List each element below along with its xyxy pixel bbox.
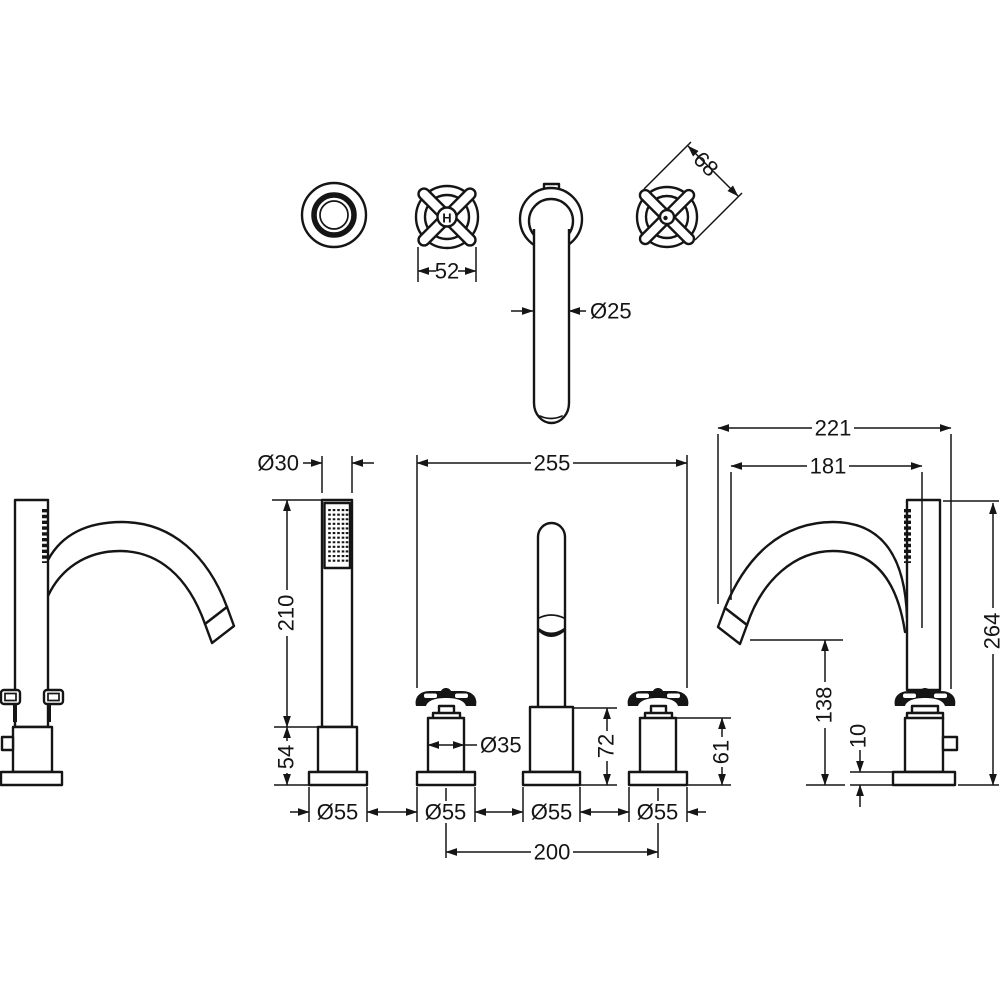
dim-30: Ø30 bbox=[257, 451, 374, 493]
dim-264: 264 bbox=[943, 500, 1000, 786]
cold-center-dot bbox=[663, 215, 668, 221]
svg-text:210: 210 bbox=[274, 595, 299, 632]
dim-10: 10 bbox=[846, 724, 893, 807]
cross-handle-silhouette bbox=[894, 688, 956, 706]
dim-138: 138 bbox=[750, 639, 845, 786]
svg-text:54: 54 bbox=[274, 745, 299, 769]
svg-text:264: 264 bbox=[980, 613, 1000, 650]
svg-text:Ø25: Ø25 bbox=[590, 299, 632, 324]
svg-text:255: 255 bbox=[534, 451, 571, 476]
dim-35: Ø35 bbox=[427, 733, 522, 758]
svg-text:Ø35: Ø35 bbox=[480, 733, 522, 758]
side-elevation-right bbox=[716, 498, 959, 787]
svg-text:Ø55: Ø55 bbox=[637, 800, 679, 825]
svg-text:72: 72 bbox=[594, 734, 619, 758]
plan-cold-handle: 68 bbox=[635, 141, 743, 249]
svg-text:221: 221 bbox=[815, 416, 852, 441]
plan-hot-handle: H 52 bbox=[414, 184, 480, 284]
handshower-front bbox=[307, 498, 369, 787]
plan-spout: Ø25 bbox=[511, 182, 632, 425]
cold-handle-front bbox=[627, 688, 689, 787]
dim-52: 52 bbox=[417, 247, 477, 284]
svg-text:200: 200 bbox=[534, 840, 571, 865]
dim-bases: Ø55 Ø55 Ø55 Ø55 200 bbox=[290, 787, 706, 865]
svg-text:Ø55: Ø55 bbox=[425, 800, 467, 825]
hot-marker: H bbox=[442, 211, 451, 226]
svg-text:10: 10 bbox=[846, 724, 871, 748]
svg-text:Ø30: Ø30 bbox=[257, 451, 299, 476]
dim-221: 221 bbox=[717, 416, 952, 689]
svg-text:181: 181 bbox=[810, 454, 847, 479]
dim-72: 72 bbox=[573, 707, 619, 786]
svg-text:Ø55: Ø55 bbox=[531, 800, 573, 825]
svg-text:138: 138 bbox=[812, 687, 837, 724]
plan-shower-holder bbox=[300, 181, 368, 249]
svg-text:61: 61 bbox=[709, 740, 734, 764]
svg-text:Ø55: Ø55 bbox=[317, 800, 359, 825]
side-elevation-left bbox=[0, 498, 236, 787]
hot-handle-front bbox=[415, 688, 477, 787]
spout-front bbox=[521, 521, 582, 787]
front-elevation bbox=[307, 498, 689, 787]
svg-text:52: 52 bbox=[435, 259, 459, 284]
dim-255: 255 bbox=[416, 451, 688, 688]
dim-181: 181 bbox=[730, 454, 923, 628]
dim-25: Ø25 bbox=[511, 299, 632, 324]
dim-61: 61 bbox=[677, 717, 734, 786]
dim-54: 54 bbox=[274, 726, 309, 786]
dim-210: 210 bbox=[272, 499, 322, 728]
